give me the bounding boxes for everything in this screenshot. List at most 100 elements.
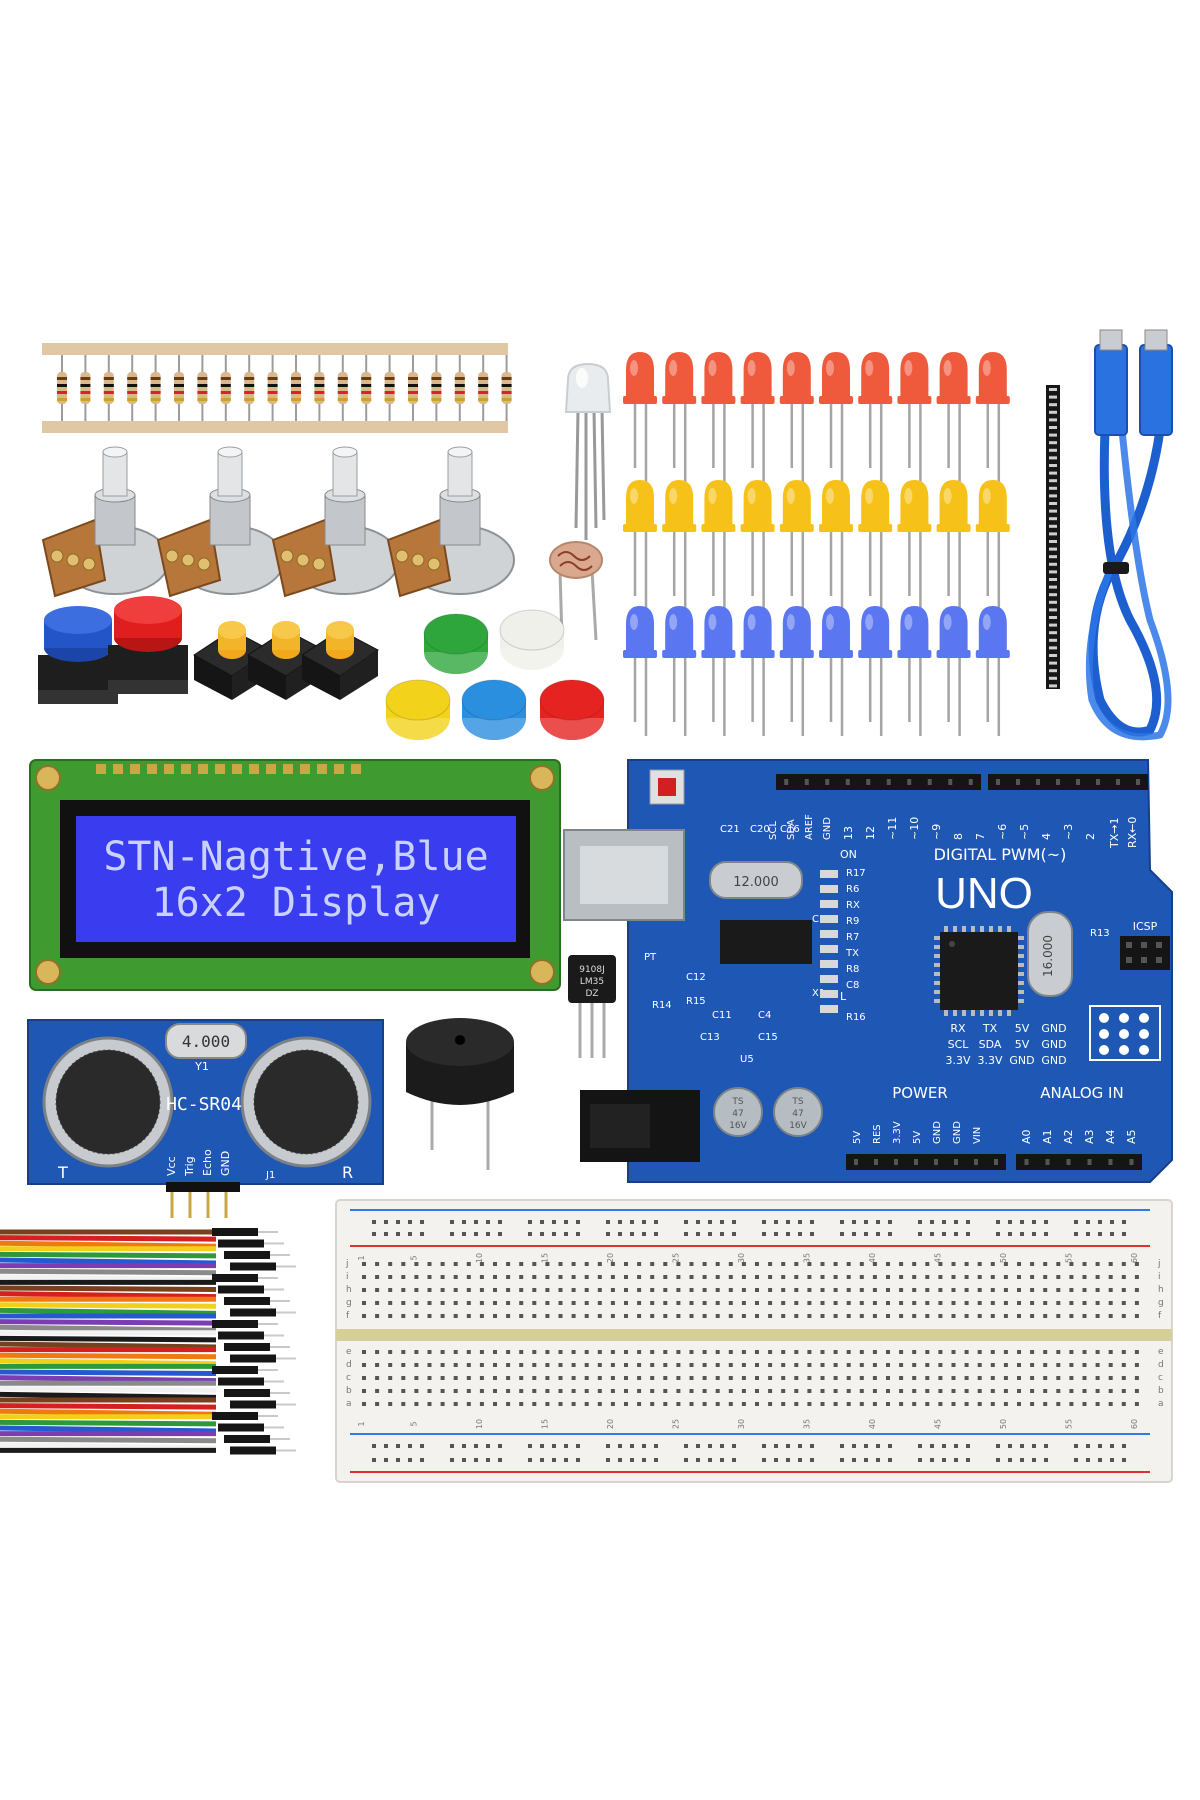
breadboard-hole	[1095, 1301, 1100, 1305]
power-rail-hole	[708, 1220, 712, 1224]
led-body	[626, 606, 654, 654]
breadboard-hole	[755, 1275, 759, 1279]
pot-terminal	[66, 553, 80, 567]
led-highlight	[904, 360, 913, 376]
uno-iic-label: 3.3V	[977, 1054, 1002, 1067]
led-body	[861, 480, 890, 528]
led-highlight	[826, 360, 834, 376]
power-rail-hole	[606, 1220, 610, 1224]
breadboard-hole	[584, 1376, 589, 1380]
resistor-band	[384, 377, 395, 380]
breadboard-hole	[728, 1402, 733, 1406]
breadboard-hole	[768, 1376, 773, 1380]
breadboard-hole	[715, 1350, 720, 1354]
breadboard-hole	[872, 1402, 877, 1406]
breadboard-hole	[872, 1262, 877, 1266]
header-pin	[1049, 547, 1057, 551]
breadboard-hole	[781, 1301, 786, 1305]
uno-smd-resistor	[820, 975, 838, 983]
led-highlight	[943, 614, 952, 630]
breadboard-hole	[1030, 1301, 1035, 1305]
breadboard-hole	[362, 1389, 366, 1393]
breadboard-hole	[1043, 1350, 1048, 1354]
header-hole	[874, 1159, 878, 1165]
button-caps	[385, 609, 605, 740]
power-rail-hole	[786, 1232, 790, 1236]
power-rail-hole	[720, 1232, 724, 1236]
breadboard-hole	[440, 1389, 445, 1393]
breadboard-hole	[951, 1314, 956, 1318]
resistor-band	[174, 391, 184, 394]
breadboard-hole	[375, 1376, 380, 1380]
header-hole	[1136, 779, 1140, 785]
breadboard-hole	[702, 1376, 707, 1380]
uno-digital-pin-label: ~6	[996, 824, 1009, 840]
header-pin	[1049, 631, 1057, 635]
header-pin	[1049, 578, 1057, 581]
breadboard-hole	[1003, 1363, 1008, 1367]
pot-shaft-top	[102, 446, 128, 458]
resistor-band	[478, 391, 489, 394]
lcd-header-pin	[300, 764, 310, 774]
digital-header-low	[988, 774, 1148, 790]
breadboard-column-number: 15	[540, 1253, 549, 1263]
lcd-header-pin	[232, 764, 242, 774]
resistor-band	[80, 384, 91, 387]
breadboard-hole	[951, 1389, 956, 1393]
led-body	[978, 480, 1007, 528]
breadboard-column-number: 10	[475, 1419, 484, 1429]
breadboard-hole	[519, 1350, 524, 1354]
header-pin	[1049, 403, 1057, 407]
led-rim	[701, 396, 736, 404]
uno-digital-pin-label: 12	[864, 826, 877, 840]
breadboard-hole	[1003, 1389, 1008, 1393]
breadboard-hole	[493, 1350, 497, 1354]
power-rail-hole	[474, 1444, 478, 1448]
power-rail-hole	[786, 1444, 790, 1448]
breadboard-hole	[1017, 1314, 1021, 1318]
uno-iic-hole	[1119, 1013, 1129, 1023]
resistor-band	[291, 377, 301, 380]
power-rail-hole	[408, 1444, 412, 1448]
breadboard-hole	[427, 1376, 432, 1380]
power-rail-hole	[630, 1458, 634, 1462]
header-pin	[1049, 524, 1057, 528]
breadboard-hole	[925, 1376, 930, 1380]
breadboard-hole	[702, 1262, 707, 1266]
breadboard-hole	[401, 1389, 406, 1393]
breadboard-column-number: 55	[1064, 1419, 1073, 1429]
power-rail-hole	[1110, 1232, 1114, 1236]
transducer-mesh-pattern	[55, 1049, 161, 1155]
resistor-band	[150, 384, 161, 387]
uno-digital-pin-label: ~9	[930, 824, 943, 840]
breadboard-column-number: 10	[475, 1253, 484, 1263]
header-hole	[1129, 1159, 1134, 1165]
breadboard-hole	[938, 1314, 943, 1318]
breadboard-hole	[650, 1314, 655, 1318]
breadboard-hole	[872, 1376, 877, 1380]
breadboard-hole	[1121, 1376, 1126, 1380]
led	[701, 352, 736, 482]
jumper-wire	[0, 1285, 217, 1292]
breadboard-hole	[506, 1262, 511, 1266]
power-rail-hole	[942, 1220, 946, 1224]
led-rim	[975, 396, 1010, 404]
power-rail-hole	[774, 1458, 778, 1462]
uno-ref-label: U5	[740, 1054, 754, 1065]
breadboard-hole	[1017, 1376, 1021, 1380]
power-rail-hole	[684, 1220, 688, 1224]
breadboard-hole	[663, 1275, 668, 1279]
uno-iic-label: TX	[982, 1022, 998, 1035]
breadboard-hole	[427, 1363, 432, 1367]
breadboard-hole	[466, 1288, 471, 1292]
power-rail-hole	[654, 1220, 658, 1224]
breadboard-hole	[519, 1389, 524, 1393]
breadboard-hole	[689, 1363, 694, 1367]
breadboard-hole	[506, 1363, 511, 1367]
uno-iic-hole	[1139, 1029, 1149, 1039]
breadboard-hole	[872, 1350, 877, 1354]
uno-power-pin-label: 3.3V	[892, 1121, 903, 1144]
breadboard-hole	[689, 1301, 694, 1305]
power-rail-hole	[1098, 1220, 1102, 1224]
uno-ref-label: C12	[686, 972, 706, 983]
